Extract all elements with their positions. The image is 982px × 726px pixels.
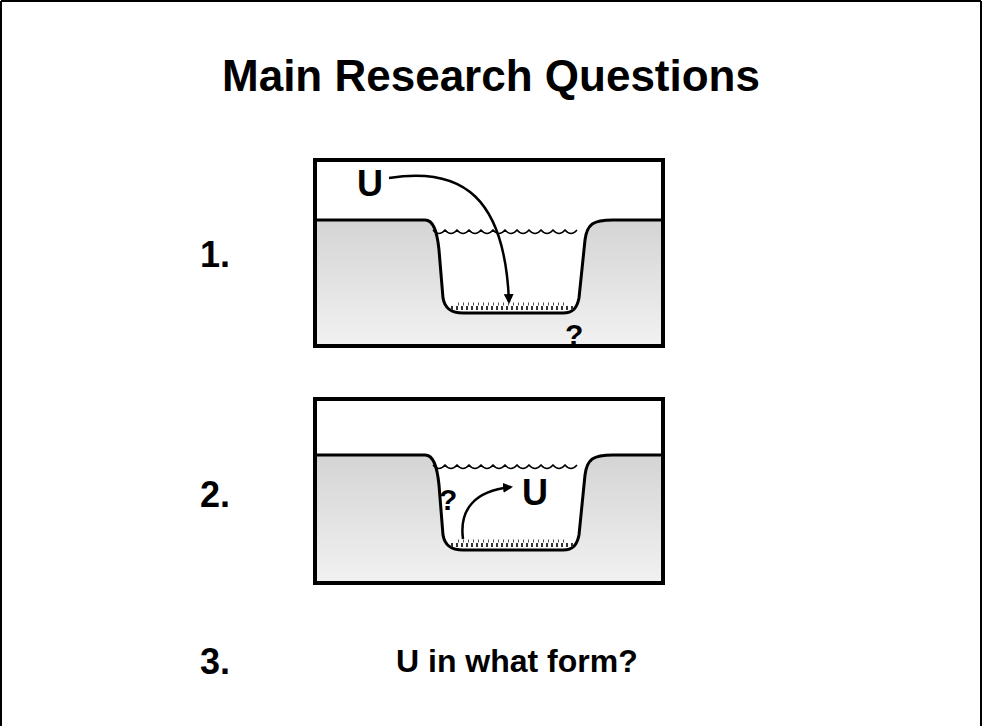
question-number: 3. [200,642,230,682]
panel-symbol: ? [565,318,583,351]
pit-panel: U? [313,158,665,348]
pit-illustration-2 [313,455,665,585]
panel-symbol: U [522,473,548,513]
question-number: 2. [200,475,230,515]
panel-symbol: U [357,164,383,204]
slide-title: Main Research Questions [222,52,760,100]
panel-symbol: ? [439,483,457,516]
pit-panel: ?U [313,397,665,585]
question-text: U in what form? [396,644,638,679]
question-number: 1. [200,235,230,275]
